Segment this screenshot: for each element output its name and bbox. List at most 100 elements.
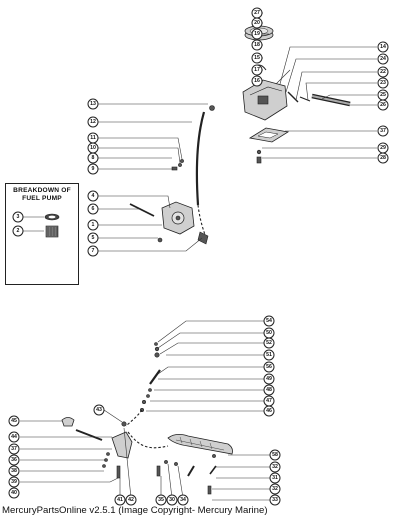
callout-18: 18 — [251, 39, 263, 51]
svg-text:54: 54 — [266, 318, 272, 324]
fuel-line-upper-right — [311, 93, 351, 107]
callout-38: 38 — [8, 465, 20, 477]
svg-text:34: 34 — [180, 497, 186, 503]
svg-text:12: 12 — [90, 119, 96, 125]
callout-27: 27 — [251, 7, 263, 19]
svg-text:5: 5 — [92, 235, 95, 241]
callout-17: 17 — [251, 64, 263, 76]
clip-11 — [180, 159, 184, 163]
callout-13: 13 — [87, 98, 99, 110]
svg-text:40: 40 — [11, 490, 17, 496]
svg-text:50: 50 — [266, 330, 272, 336]
svg-text:28: 28 — [380, 155, 386, 161]
legend-callout-2: 2 — [12, 225, 24, 237]
callout-15: 15 — [251, 52, 263, 64]
svg-text:3: 3 — [17, 214, 20, 220]
callout-49: 49 — [263, 373, 275, 385]
svg-text:46: 46 — [266, 408, 272, 414]
callout-6: 6 — [87, 203, 99, 215]
screw-28 — [256, 156, 262, 164]
callout-22: 22 — [377, 66, 389, 78]
svg-text:32: 32 — [272, 464, 278, 470]
svg-text:37: 37 — [380, 128, 386, 134]
fuel-pump — [129, 201, 209, 245]
svg-text:41: 41 — [117, 497, 123, 503]
svg-text:52: 52 — [266, 340, 272, 346]
lower-fuel-line-assembly — [61, 342, 233, 495]
callout-48: 48 — [263, 384, 275, 396]
callout-58: 58 — [269, 449, 281, 461]
gasket-plate — [248, 127, 290, 143]
callout-54: 54 — [263, 315, 275, 327]
callout-34: 34 — [177, 494, 189, 506]
callout-31: 31 — [269, 472, 281, 484]
callout-19: 19 — [251, 28, 263, 40]
svg-text:11: 11 — [90, 135, 96, 141]
legend-title: BREAKDOWN OF FUEL PUMP — [6, 187, 78, 203]
svg-text:47: 47 — [266, 398, 272, 404]
svg-text:6: 6 — [92, 206, 95, 212]
svg-text:29: 29 — [380, 145, 386, 151]
callout-23: 23 — [377, 77, 389, 89]
carburetor-body — [242, 69, 311, 121]
svg-text:25: 25 — [380, 92, 386, 98]
clip-10 — [178, 163, 182, 167]
callout-35: 35 — [155, 494, 167, 506]
callout-24: 24 — [377, 53, 389, 65]
svg-text:2: 2 — [17, 228, 20, 234]
svg-text:19: 19 — [254, 31, 260, 37]
svg-text:49: 49 — [266, 376, 272, 382]
legend-title-line1: BREAKDOWN OF — [13, 187, 71, 194]
svg-text:27: 27 — [254, 10, 260, 16]
svg-text:42: 42 — [128, 497, 134, 503]
callout-26: 26 — [377, 99, 389, 111]
callout-37-upper: 37 — [377, 125, 389, 137]
callout-40: 40 — [8, 487, 20, 499]
callout-10: 10 — [87, 142, 99, 154]
filter-screen-part — [45, 225, 59, 238]
callout-30: 30 — [166, 494, 178, 506]
callout-45: 45 — [8, 415, 20, 427]
svg-text:43: 43 — [96, 407, 102, 413]
callout-1: 1 — [87, 219, 99, 231]
callout-42: 42 — [125, 494, 137, 506]
svg-text:17: 17 — [254, 67, 260, 73]
fitting-8 — [171, 166, 178, 171]
callout-56: 56 — [263, 361, 275, 373]
svg-text:15: 15 — [254, 55, 260, 61]
callout-44: 44 — [8, 431, 20, 443]
callout-46: 46 — [263, 405, 275, 417]
fuel-hose-12 — [195, 111, 206, 206]
svg-text:4: 4 — [92, 193, 95, 199]
callout-37-lower: 37 — [8, 443, 20, 455]
svg-text:31: 31 — [272, 475, 278, 481]
svg-text:13: 13 — [90, 101, 96, 107]
copyright-footer: MercuryPartsOnline v2.5.1 (Image Copyrig… — [2, 505, 268, 516]
callout-47: 47 — [263, 395, 275, 407]
svg-text:48: 48 — [266, 387, 272, 393]
callout-52: 52 — [263, 337, 275, 349]
svg-text:36: 36 — [11, 457, 17, 463]
svg-text:18: 18 — [254, 42, 260, 48]
svg-text:35: 35 — [158, 497, 164, 503]
svg-text:58: 58 — [272, 452, 278, 458]
fuel-pump-breakdown-legend: BREAKDOWN OF FUEL PUMP 3 2 — [5, 183, 79, 285]
svg-text:45: 45 — [11, 418, 17, 424]
svg-text:23: 23 — [380, 80, 386, 86]
svg-text:14: 14 — [380, 44, 386, 50]
callout-32-second: 32 — [269, 483, 281, 495]
svg-text:30: 30 — [169, 497, 175, 503]
svg-text:51: 51 — [266, 352, 272, 358]
callout-39: 39 — [8, 476, 20, 488]
callout-14: 14 — [377, 41, 389, 53]
callout-29: 29 — [377, 142, 389, 154]
callout-25: 25 — [377, 89, 389, 101]
callout-4: 4 — [87, 190, 99, 202]
svg-text:1: 1 — [92, 222, 95, 228]
svg-text:7: 7 — [92, 248, 95, 254]
svg-text:10: 10 — [90, 145, 96, 151]
callout-5: 5 — [87, 232, 99, 244]
svg-text:44: 44 — [11, 434, 17, 440]
callout-7: 7 — [87, 245, 99, 257]
svg-text:39: 39 — [11, 479, 17, 485]
